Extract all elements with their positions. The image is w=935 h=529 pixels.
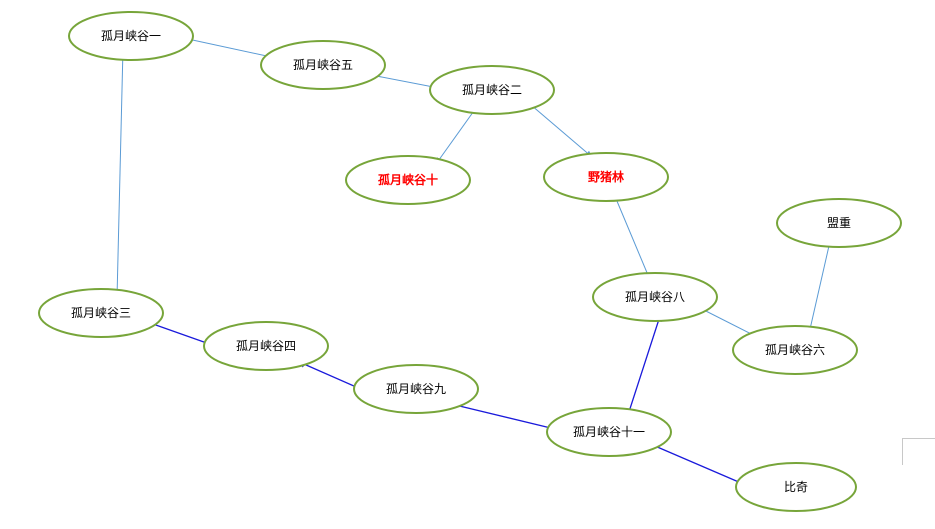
node-label: 孤月峡谷六 (765, 343, 825, 357)
edge-n11-nbq (640, 439, 749, 487)
node-ellipse (592, 272, 718, 322)
node-label: 孤月峡谷九 (386, 382, 446, 396)
edge-n11-n8 (625, 312, 662, 422)
edge-n2-nzl (523, 98, 593, 158)
node-n8: 孤月峡谷八 (592, 272, 718, 322)
node-ellipse (735, 462, 857, 512)
node-n2: 孤月峡谷二 (429, 65, 555, 115)
node-ellipse (68, 11, 194, 61)
node-n3: 孤月峡谷三 (38, 288, 164, 338)
node-ellipse (353, 364, 479, 414)
node-label: 孤月峡谷十一 (573, 425, 645, 439)
node-nmz: 盟重 (776, 198, 902, 248)
edge-n4-n9 (296, 360, 364, 391)
node-label: 孤月峡谷三 (71, 306, 131, 320)
edge-n1-n3 (114, 47, 126, 299)
node-ellipse (543, 152, 669, 202)
node-n6: 孤月峡谷六 (732, 325, 858, 375)
node-label: 孤月峡谷十 (378, 172, 438, 187)
node-n11: 孤月峡谷十一 (546, 407, 672, 457)
node-ellipse (38, 288, 164, 338)
node-ellipse (546, 407, 672, 457)
node-n4: 孤月峡谷四 (203, 321, 329, 371)
node-ellipse (776, 198, 902, 248)
node-label: 野猪林 (588, 169, 624, 184)
node-label: 孤月峡谷五 (293, 58, 353, 72)
node-n1: 孤月峡谷一 (68, 11, 194, 61)
node-ellipse (429, 65, 555, 115)
node-label: 孤月峡谷一 (101, 29, 161, 43)
node-label: 孤月峡谷四 (236, 339, 296, 353)
node-label: 比奇 (784, 480, 808, 494)
corner-crop-mark (902, 438, 935, 465)
node-label: 孤月峡谷八 (625, 290, 685, 304)
node-n9: 孤月峡谷九 (353, 364, 479, 414)
node-nbq: 比奇 (735, 462, 857, 512)
node-label: 盟重 (827, 216, 851, 230)
edge-n6-nmz (806, 236, 833, 339)
edge-n9-n11 (446, 401, 560, 432)
node-ellipse (732, 325, 858, 375)
edge-n2-n10 (435, 107, 477, 165)
node-ellipse (345, 155, 471, 205)
node-ellipse (203, 321, 329, 371)
node-n10: 孤月峡谷十 (345, 155, 471, 205)
edge-nzl-n8 (613, 193, 654, 288)
node-label: 孤月峡谷二 (462, 83, 522, 97)
node-nzl: 野猪林 (543, 152, 669, 202)
node-ellipse (260, 40, 386, 90)
node-n5: 孤月峡谷五 (260, 40, 386, 90)
